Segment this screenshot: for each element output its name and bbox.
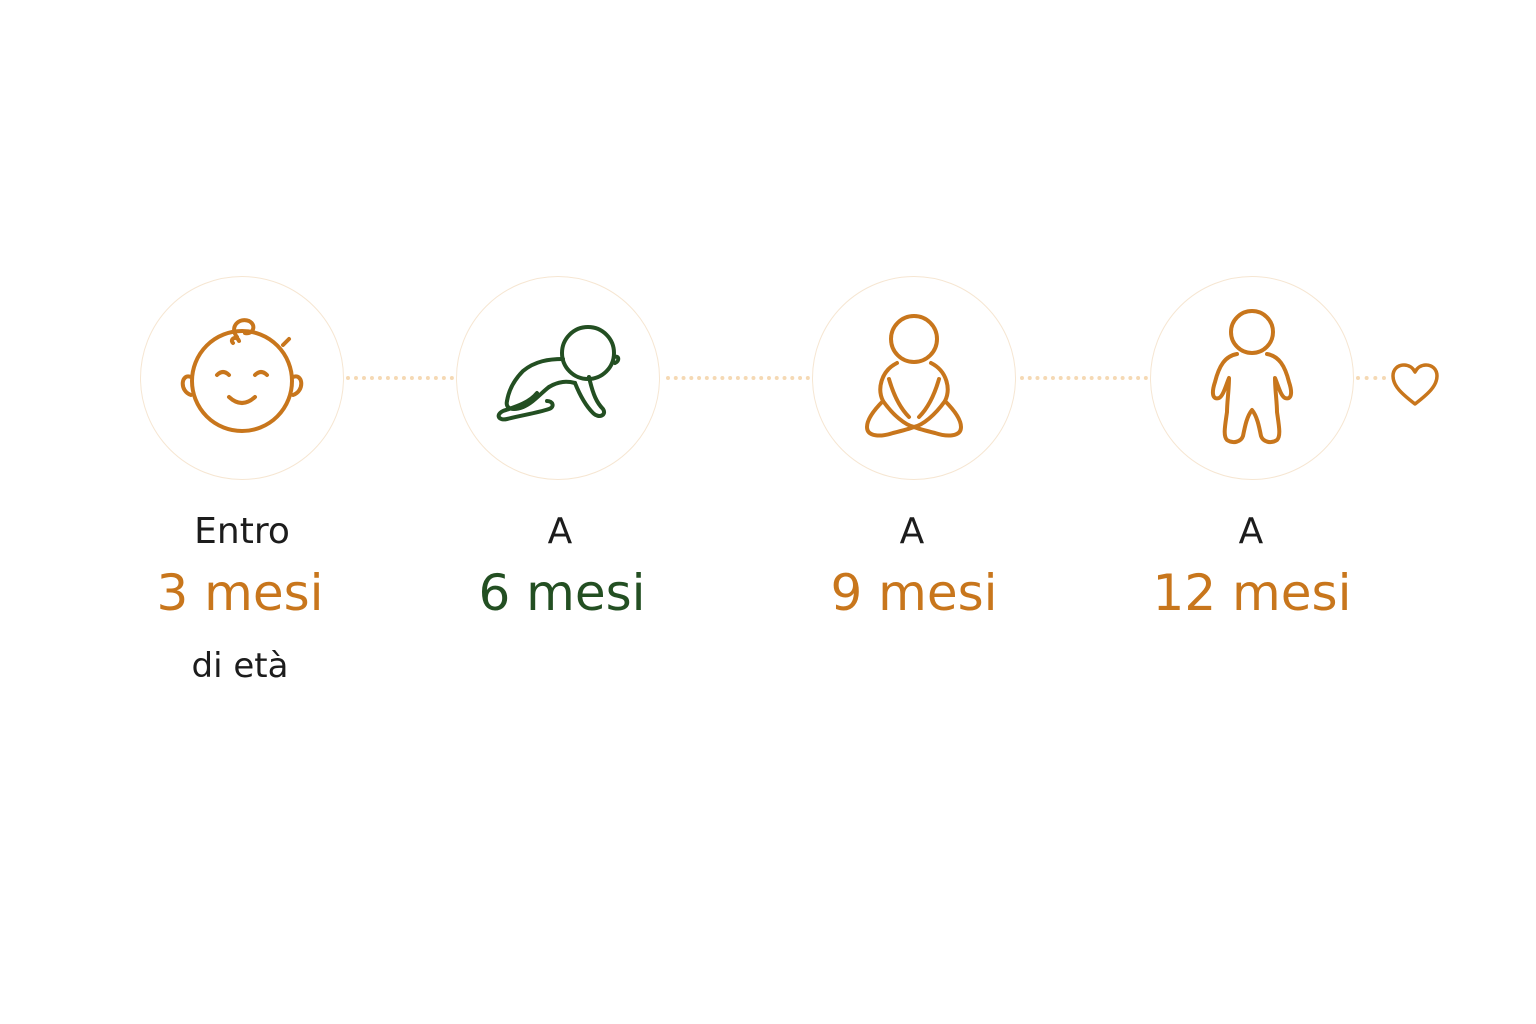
milestone-4-age: 12 mesi bbox=[1152, 564, 1352, 622]
milestone-2-age: 6 mesi bbox=[478, 564, 646, 622]
milestone-2-circle bbox=[456, 276, 660, 480]
standing-child-icon bbox=[1207, 308, 1297, 448]
milestone-3-age: 9 mesi bbox=[830, 564, 998, 622]
sitting-baby-icon bbox=[859, 313, 969, 443]
connector-3-4 bbox=[1020, 376, 1148, 380]
milestone-4-prefix: A bbox=[1238, 511, 1264, 552]
milestone-1-circle bbox=[140, 276, 344, 480]
crawling-baby-icon bbox=[493, 323, 623, 433]
connector-1-2 bbox=[346, 376, 454, 380]
milestone-1-age: 3 mesi bbox=[156, 564, 324, 622]
connector-4-end bbox=[1356, 376, 1386, 380]
heart-icon bbox=[1390, 362, 1440, 412]
milestone-1-prefix: Entro bbox=[194, 511, 290, 552]
milestone-1-suffix: di età bbox=[191, 646, 289, 686]
milestone-2-prefix: A bbox=[547, 511, 573, 552]
connector-2-3 bbox=[666, 376, 810, 380]
milestone-4-circle bbox=[1150, 276, 1354, 480]
baby-face-icon bbox=[177, 313, 307, 443]
milestone-3-prefix: A bbox=[899, 511, 925, 552]
milestone-3-circle bbox=[812, 276, 1016, 480]
